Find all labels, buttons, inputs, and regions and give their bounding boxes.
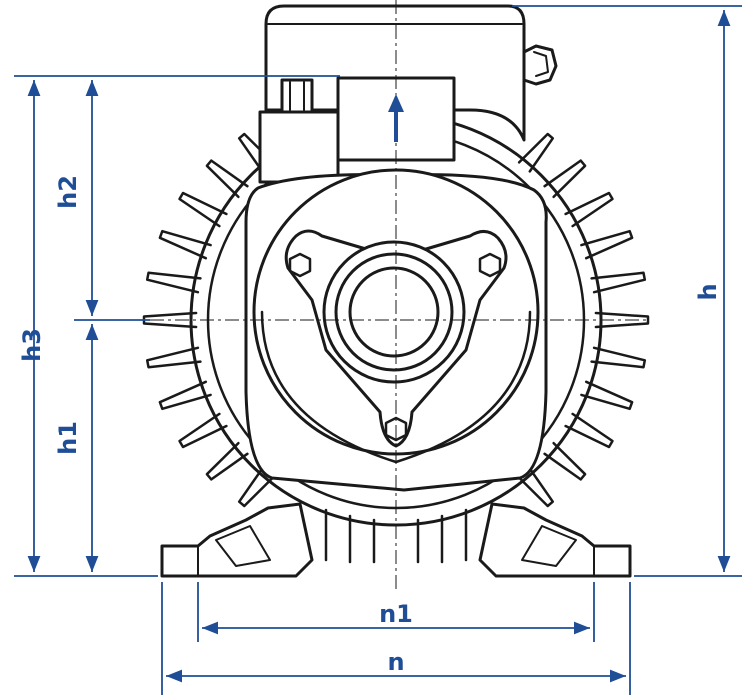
cooling-fin [145,346,202,369]
terminal-box [264,4,526,142]
cooling-fin [564,191,614,228]
cooling-fin [158,229,212,260]
priming-plug-base [258,110,340,184]
pump-outline [142,4,650,578]
cooling-fin [594,311,650,329]
cooling-fin [543,159,587,199]
cooling-fin [590,346,647,369]
cooling-fin [145,271,202,294]
label-n1: n1 [379,600,413,628]
hex-nut-top-right [478,252,502,278]
cooling-fin [178,412,228,449]
dimension-labels: h3 h2 h1 h n1 n [18,175,722,676]
priming-plug [280,78,314,114]
suction-mid-ring [334,252,454,372]
hex-nut-bottom [384,416,408,442]
centre-lines [150,0,648,592]
foot-right [478,502,632,578]
label-h2: h2 [54,175,82,209]
cooling-fin [205,159,249,199]
cooling-fin [178,191,228,228]
label-h1: h1 [54,421,82,455]
cable-gland [522,44,558,86]
hex-nut-top-left [288,252,312,278]
label-n: n [387,648,404,676]
bottom-ribs [324,508,468,564]
cooling-fin [580,229,634,260]
cooling-fin [543,441,587,481]
label-h: h [694,283,722,300]
cooling-fin [158,380,212,411]
suction-inner-ring [348,266,440,358]
cooling-fin [205,441,249,481]
flow-direction-arrow [388,94,404,142]
cooling-fin [590,271,647,294]
cooling-fin [564,412,614,449]
suction-outer-ring [322,240,466,384]
foot-left [160,502,314,578]
dimension-lines [14,5,742,695]
cooling-fin [580,380,634,411]
cable-gland-detail [533,51,549,77]
label-h3: h3 [18,328,46,362]
